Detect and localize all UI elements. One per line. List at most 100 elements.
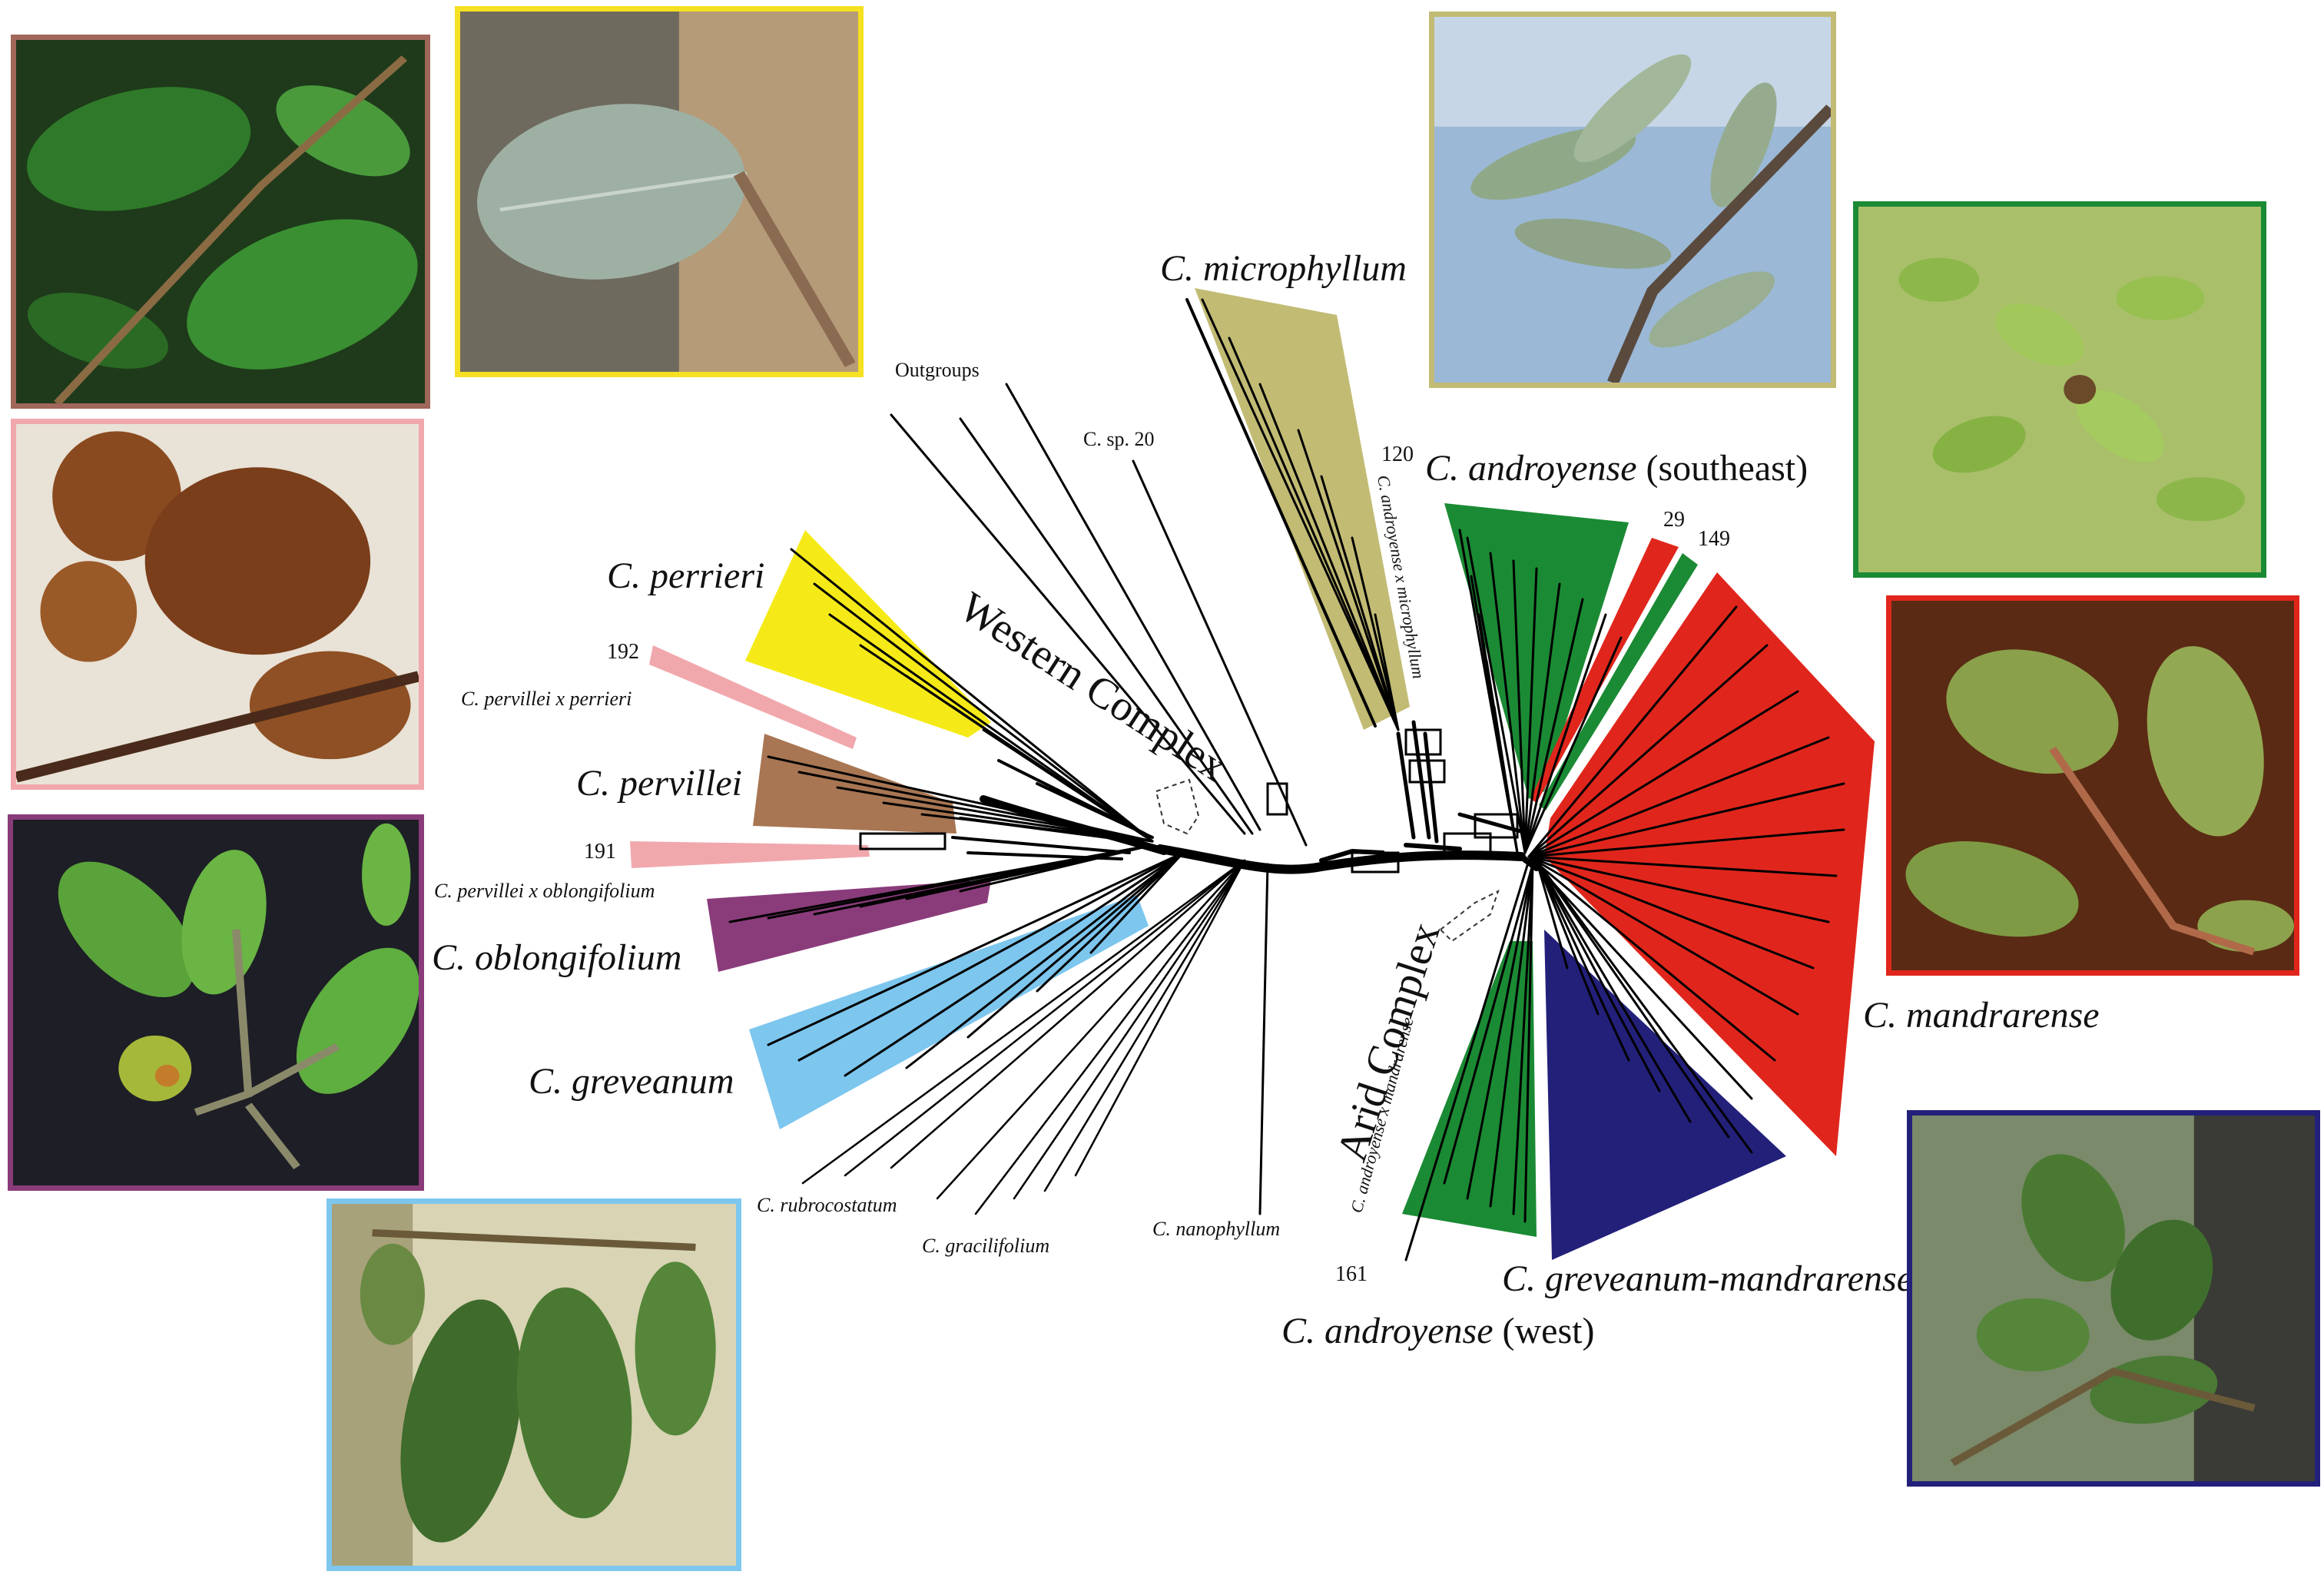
branch-perrieri-6 <box>982 728 1154 843</box>
branch-greveanum-mandrarense-3 <box>1535 859 1661 1092</box>
branch-greveanum-1 <box>797 851 1185 1062</box>
branch-greveanum-mandrarense-2 <box>1535 859 1630 1062</box>
label-perrieri: C. perrieri <box>607 555 764 596</box>
branch-androyense-se-6 <box>1523 613 1607 854</box>
branch-nanophyllum <box>1258 863 1269 1215</box>
branch-rubrocostatum-3 <box>936 859 1246 1200</box>
branch-mandrarense-9 <box>1527 855 1799 1016</box>
branch-greveanum-6 <box>1089 851 1185 954</box>
branch-pervillei-2 <box>836 786 1154 843</box>
label-191: 191 <box>584 840 616 864</box>
photo-leaves-with-fruit <box>8 814 424 1191</box>
label-192: 192 <box>607 640 639 664</box>
label-rubrocostatum: C. rubrocostatum <box>757 1194 897 1216</box>
label-oblongifolium: C. oblongifolium <box>432 937 681 978</box>
reticulation-boxes <box>859 728 1519 874</box>
wedge-pervillei-x-perrieri <box>649 645 857 749</box>
branch-androyense-se-2 <box>1512 559 1527 854</box>
branch-greveanum-mandrarense-0 <box>1535 859 1569 970</box>
branch-microphyllum-4 <box>1320 475 1400 731</box>
label-western-complex: Western Complex <box>951 583 1235 791</box>
androyense-west-name: C. androyense <box>1281 1311 1494 1351</box>
branch-greveanum-mandrarense-4 <box>1535 859 1692 1123</box>
branch-pervillei-4 <box>920 813 1154 843</box>
branch-outgroup-a <box>1005 383 1261 831</box>
branch-androyense-west-3 <box>1512 863 1534 1215</box>
photo-mottled-leaves <box>1886 595 2299 976</box>
branch-androyense-se-5 <box>1523 598 1584 854</box>
label-120: 120 <box>1381 443 1414 466</box>
terminal-branches <box>728 298 1845 1261</box>
branch-outgroup-c <box>959 417 1254 835</box>
branch-sp20 <box>1132 459 1308 847</box>
label-149: 149 <box>1698 527 1730 551</box>
backbone-main <box>1155 844 1526 874</box>
androyense-west-region: (west) <box>1494 1311 1595 1351</box>
branch-rubrocostatum-6 <box>1043 859 1246 1192</box>
label-nanophyllum: C. nanophyllum <box>1152 1218 1280 1240</box>
branch-androyense-west-4 <box>1523 863 1534 1223</box>
complex-markers <box>1155 778 1500 943</box>
photo-dark-green-leaves <box>11 35 430 409</box>
label-pervillei-x-perrieri: C. pervillei x perrieri <box>461 688 632 710</box>
wedge-pervillei-x-oblongifolium <box>630 841 870 868</box>
wedge-androyense-se <box>1444 503 1629 799</box>
branch-mandrarense-4 <box>1527 782 1845 858</box>
branch-greveanum-5 <box>1036 851 1185 993</box>
branch-mandrarense-0 <box>1527 605 1738 858</box>
wedge-149 <box>1539 553 1698 811</box>
branch-microphyllum-6 <box>1374 613 1400 731</box>
label-androyense-se: C. androyense (southeast) <box>1425 448 1808 489</box>
branch-androyense-west-1 <box>1466 863 1534 1200</box>
branch-rubrocostatum-0 <box>801 859 1246 1185</box>
branch-pervillei-1 <box>797 771 1154 843</box>
photo-sky-leaves <box>1429 12 1836 388</box>
branch-greveanum-4 <box>966 851 1185 1039</box>
branch-mandrarense-11 <box>1527 855 1753 1100</box>
branch-greveanum-3 <box>905 851 1185 1069</box>
branch-rubrocostatum-7 <box>1074 859 1246 1177</box>
branch-mandrarense-1 <box>1527 644 1769 858</box>
label-outgroups: Outgroups <box>895 359 980 381</box>
branch-greveanum-0 <box>767 851 1185 1046</box>
photo-forest-leaves <box>1907 1110 2320 1487</box>
wedge-greveanum-mandrarense <box>1544 930 1786 1260</box>
tree-backbone <box>951 720 1540 874</box>
label-arid-complex: Arid Complex <box>1328 917 1449 1167</box>
label-161: 161 <box>1335 1262 1368 1286</box>
branch-rubrocostatum-2 <box>890 859 1246 1169</box>
label-pervillei: C. pervillei <box>576 763 742 804</box>
androyense-se-region: (southeast) <box>1637 448 1808 489</box>
branch-mandrarense-7 <box>1527 855 1830 923</box>
branch-mandrarense-6 <box>1527 855 1838 877</box>
branch-rubrocostatum-5 <box>1013 859 1246 1200</box>
clade-wedges <box>630 288 1875 1260</box>
branch-perrieri-2 <box>828 613 1154 843</box>
wedge-oblongifolium <box>707 880 991 972</box>
label-greveanum-mandrarense: C. greveanum-mandrarense <box>1502 1258 1913 1299</box>
branch-androyense-se-0 <box>1466 536 1527 854</box>
branch-androyense-se-4 <box>1523 582 1561 854</box>
label-androyense-west: C. androyense (west) <box>1281 1311 1594 1351</box>
arid-complex-marker <box>1439 890 1500 943</box>
branch-pervillei-0 <box>767 755 1154 843</box>
photo-grey-leaf <box>455 6 864 377</box>
branch-mandrarense-3 <box>1527 736 1830 858</box>
branch-microphyllum-3 <box>1297 429 1400 731</box>
androyense-se-name: C. androyense <box>1425 448 1637 489</box>
branch-greveanum-mandrarense-1 <box>1535 859 1600 1016</box>
branch-perrieri-1 <box>813 582 1154 843</box>
branch-microphyllum-0 <box>1201 298 1400 731</box>
label-mandrarense: C. mandrarense <box>1863 995 2100 1036</box>
branch-androyense-se-1 <box>1489 552 1527 854</box>
branch-mandrarense-2 <box>1527 690 1799 858</box>
branch-microphyllum-a <box>1185 298 1377 728</box>
branch-mandrarense-8 <box>1527 855 1815 970</box>
branch-androyense-west-2 <box>1489 863 1534 1208</box>
photo-drooping-leaves <box>327 1198 741 1571</box>
branch-greveanum-mandrarense-6 <box>1535 859 1753 1154</box>
branch-perrieri-0 <box>790 548 1154 843</box>
branch-microphyllum-5 <box>1351 536 1400 731</box>
